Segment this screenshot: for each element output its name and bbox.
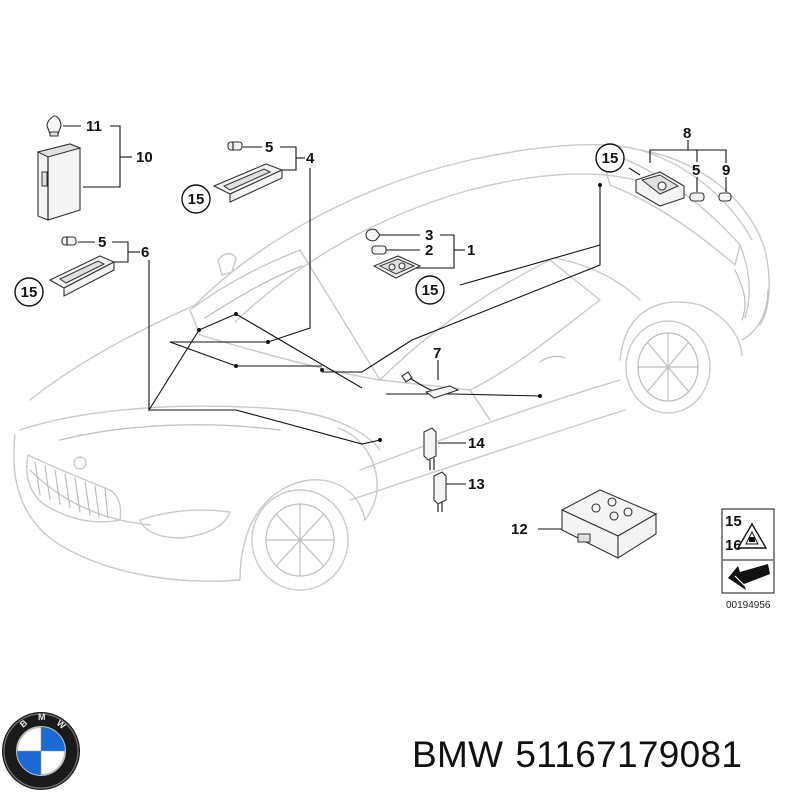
callout-labels: 11 10 5 4 5 6 3 2 1 8 5 9 7 14 13 12: [86, 118, 730, 538]
light-part-4: [212, 163, 284, 203]
svg-text:15: 15: [188, 191, 205, 208]
light-part-1: [372, 255, 422, 279]
bulb-part-9: [718, 192, 732, 202]
legend-16: 16: [725, 537, 742, 554]
svg-text:15: 15: [602, 150, 619, 167]
callout-2: 2: [425, 242, 433, 259]
module-part-10: [36, 143, 82, 221]
light-part-6: [48, 255, 116, 297]
callout-8: 8: [683, 125, 691, 142]
svg-text:15: 15: [422, 282, 439, 299]
kit-part-12: [560, 489, 658, 559]
switch-part-14: [423, 427, 437, 470]
callout-3: 3: [425, 227, 433, 244]
bulb-part-5a: [227, 141, 243, 151]
callout-6: 6: [141, 244, 149, 261]
brand-caption: BMW 51167179081: [412, 734, 742, 776]
switch-part-13: [433, 471, 447, 512]
callout-7: 7: [433, 345, 441, 362]
bulb-part-2: [371, 245, 387, 255]
callout-11: 11: [86, 118, 102, 135]
callout-9: 9: [722, 162, 730, 179]
arrow-icon: [728, 564, 770, 590]
leader-lines: [63, 125, 727, 530]
callout-15d: 15: [595, 143, 625, 173]
callout-5a: 5: [265, 139, 273, 156]
bulb-part-11: [46, 115, 62, 137]
callout-15c: 15: [415, 275, 445, 305]
diagram-id: 00194956: [726, 600, 771, 611]
svg-text:M: M: [38, 712, 46, 722]
light-part-8: [635, 171, 685, 207]
part-number: 51167179081: [515, 734, 743, 775]
legend-box: 15 16: [721, 508, 775, 594]
callout-5b: 5: [98, 234, 106, 251]
callout-4: 4: [306, 150, 315, 167]
callout-14: 14: [468, 435, 485, 452]
cable-part-7: [401, 371, 460, 399]
callout-15b: 15: [14, 277, 44, 307]
svg-text:15: 15: [21, 284, 38, 301]
bulb-part-5b: [61, 236, 77, 246]
callout-13: 13: [468, 476, 485, 493]
callout-15a: 15: [181, 184, 211, 214]
warning-triangle-icon: [736, 522, 768, 549]
car-outline: [13, 144, 770, 591]
bulb-part-5c: [689, 192, 705, 202]
svg-text:B: B: [18, 717, 30, 729]
callout-1: 1: [467, 242, 475, 259]
bulb-part-3: [365, 228, 381, 242]
callout-10: 10: [136, 149, 153, 166]
callout-12: 12: [511, 521, 528, 538]
legend-15: 15: [725, 513, 742, 530]
callout-5c: 5: [692, 162, 700, 179]
brand-name: BMW: [412, 734, 504, 775]
connection-dots: [197, 183, 602, 442]
bmw-logo-icon: B M W: [2, 712, 80, 790]
